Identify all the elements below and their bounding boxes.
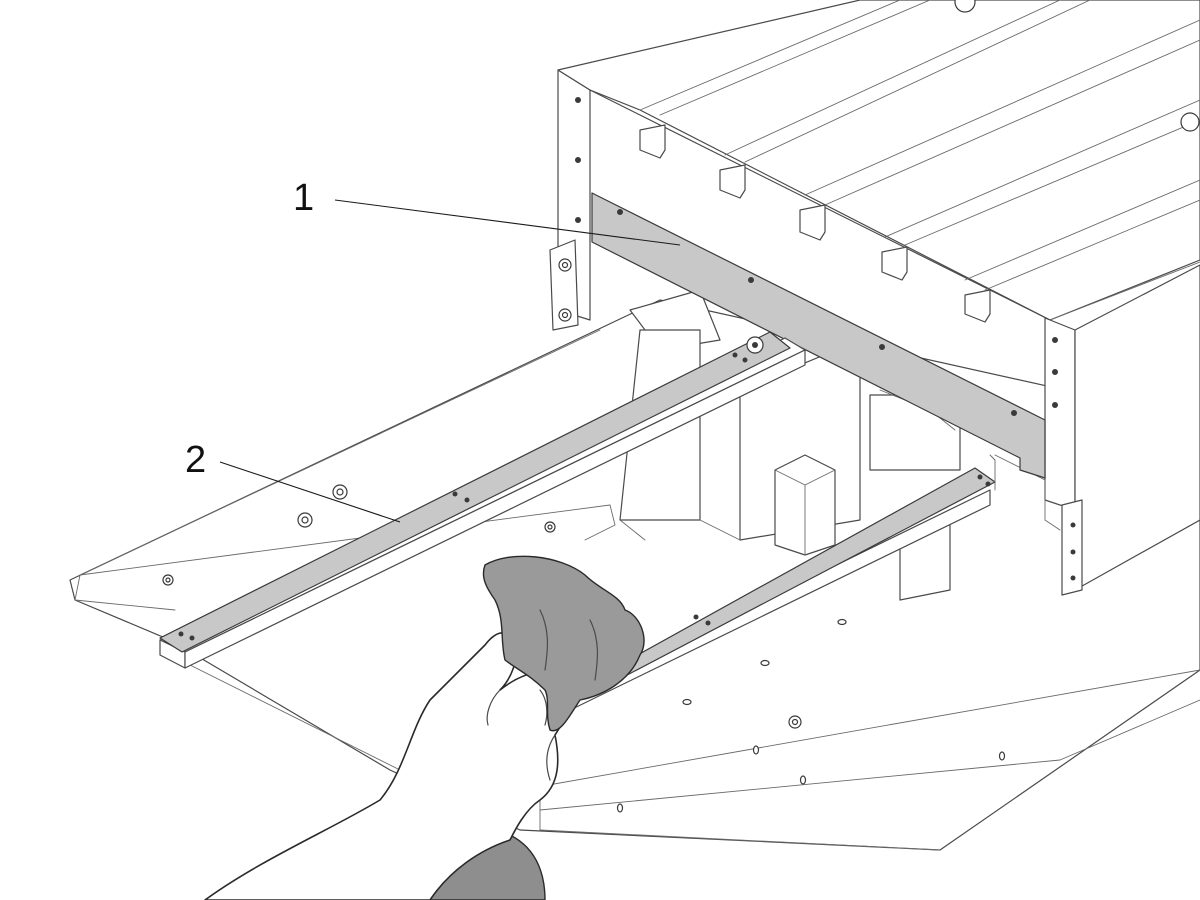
callout-1-label: 1 — [293, 177, 314, 219]
top-deck — [557, 0, 1200, 323]
left-frame-post — [549, 69, 591, 331]
right-frame-post — [994, 264, 1200, 596]
callout-1: 1 — [293, 177, 681, 246]
callout-2: 2 — [185, 439, 401, 523]
tray-holes — [162, 484, 1006, 813]
part-2-left-bar — [159, 331, 806, 669]
part-1-front-strip — [591, 192, 1046, 479]
right-bar — [559, 454, 996, 716]
callout-2-label: 2 — [185, 439, 206, 481]
hand-with-cloth — [204, 555, 645, 900]
